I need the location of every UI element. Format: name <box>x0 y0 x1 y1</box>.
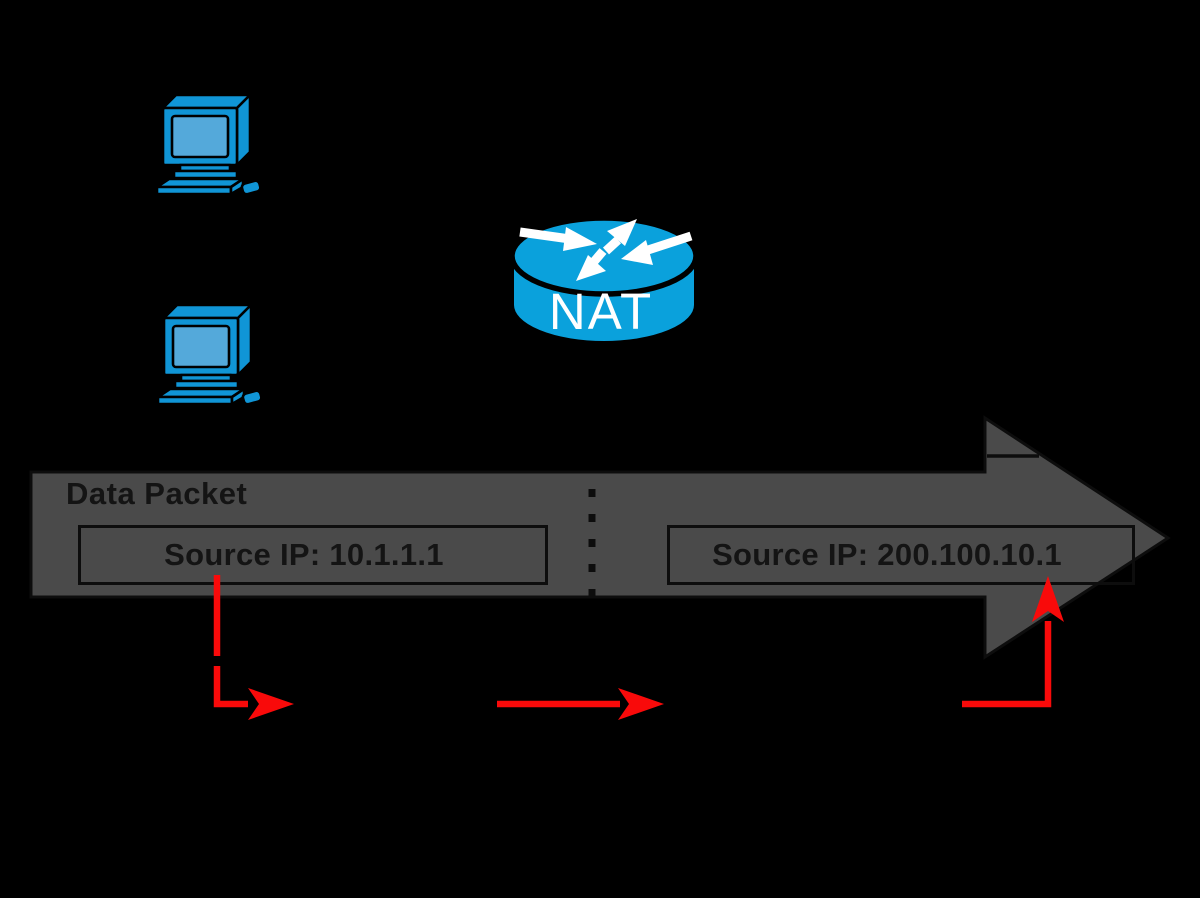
source-ip-before-text: Source IP: 10.1.1.1 <box>164 537 444 572</box>
source-ip-after-box: Source IP: 200.100.10.1 <box>667 525 1135 585</box>
data-packet-arrow <box>29 415 1171 660</box>
data-packet-label: Data Packet <box>66 476 248 511</box>
router-arrows-icon <box>519 219 693 281</box>
nat-router-icon: NAT <box>509 215 699 345</box>
red-arrowhead-up-icon <box>1032 576 1064 622</box>
red-elbow-arrow-left <box>213 575 248 708</box>
router-label: NAT <box>549 283 653 340</box>
red-arrowhead-right-icon <box>248 688 294 720</box>
red-elbow-arrow-right <box>962 621 1052 708</box>
red-arrowhead-right-icon <box>618 688 664 720</box>
source-ip-before-box: Source IP: 10.1.1.1 <box>78 525 548 585</box>
source-ip-after-text: Source IP: 200.100.10.1 <box>712 537 1062 572</box>
